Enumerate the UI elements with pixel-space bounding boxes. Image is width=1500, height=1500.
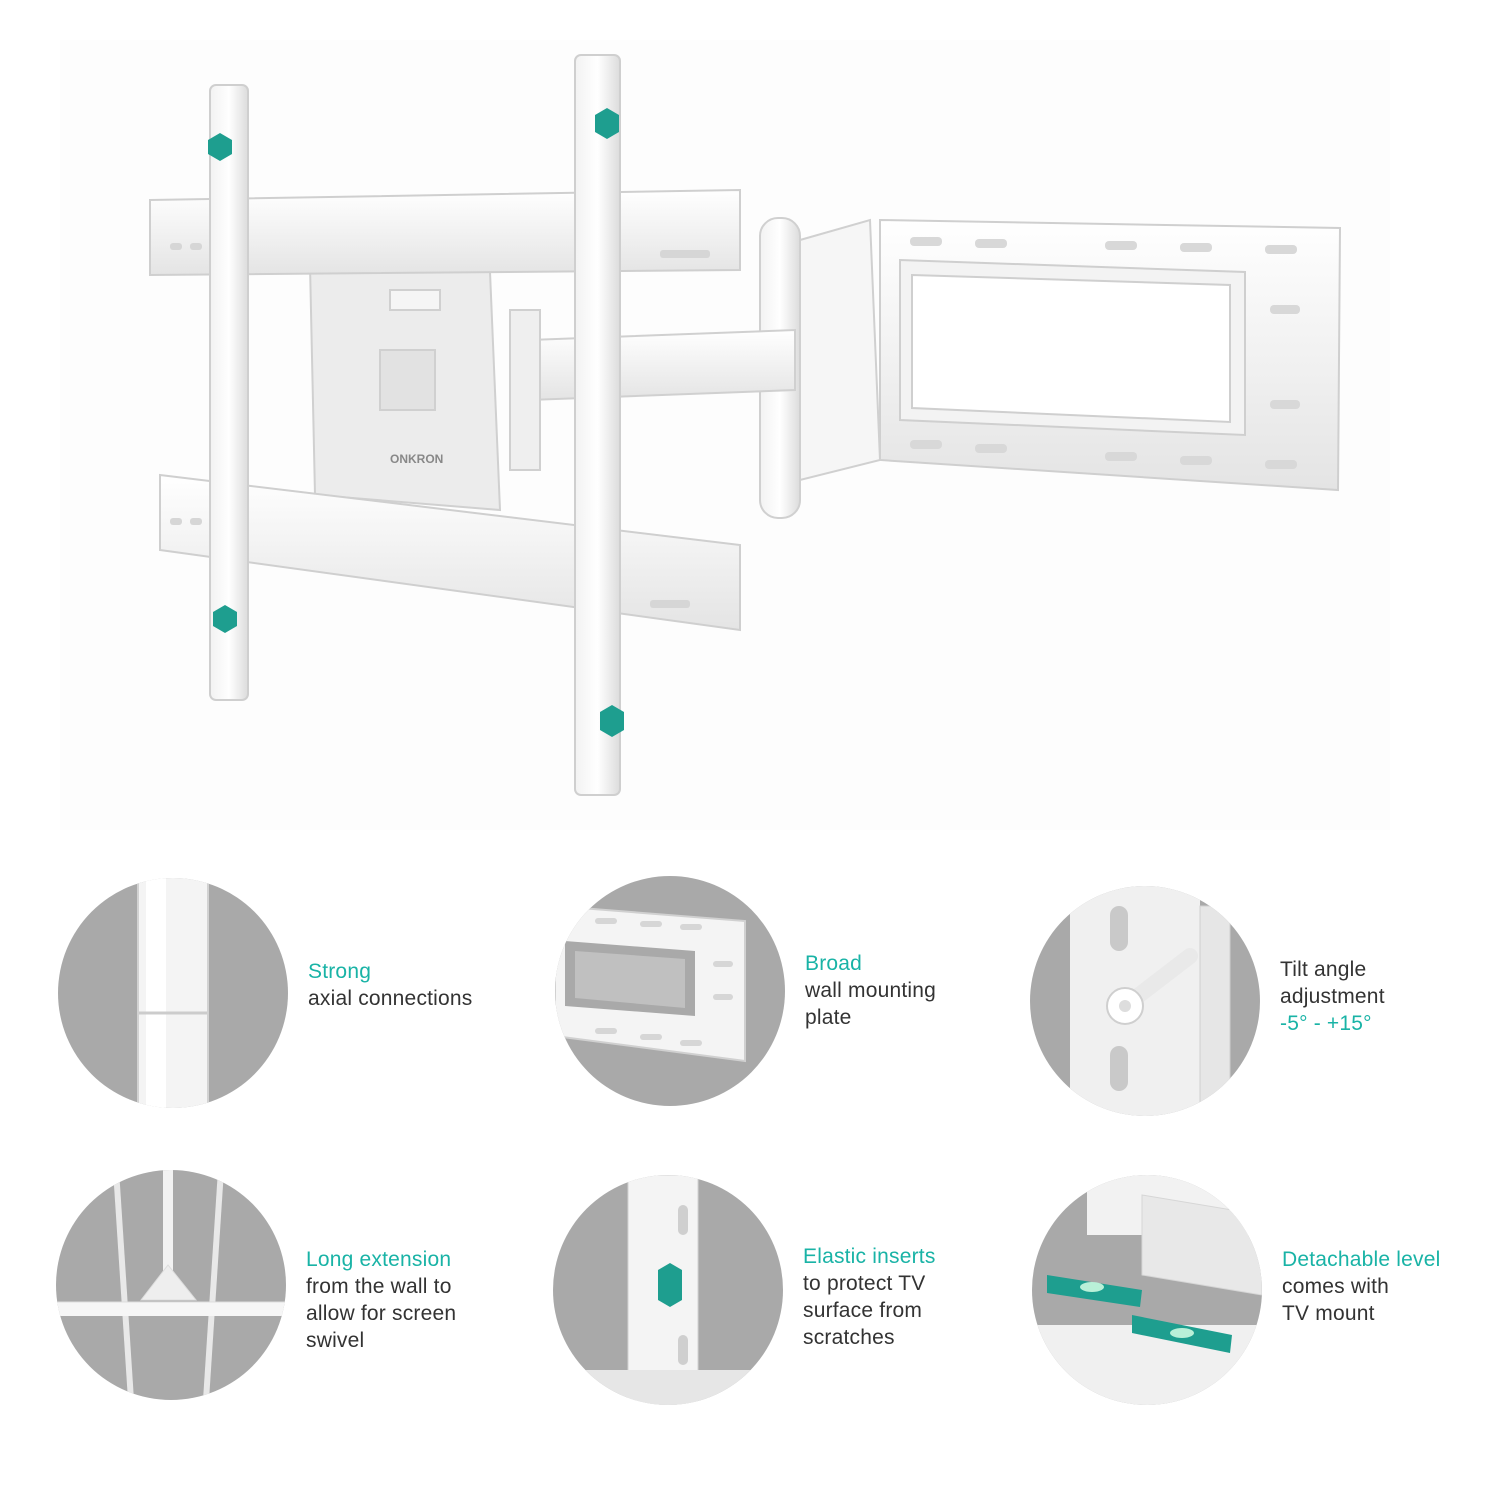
feature-axial-caption: Strong axial connections	[308, 958, 528, 1012]
feature-extension-line-3: swivel	[306, 1329, 365, 1352]
feature-extension-title: Long extension	[306, 1248, 452, 1271]
feature-tilt: Tilt angle adjustment -5° - +15°	[1030, 886, 1500, 1146]
elastic-inserts	[208, 108, 624, 737]
feature-axial: Strong axial connections	[58, 878, 528, 1138]
feature-axial-line-1: axial connections	[308, 987, 473, 1010]
feature-level-title: Detachable level	[1282, 1248, 1441, 1271]
bubble-level-closeup-icon	[1032, 1175, 1262, 1405]
feature-extension: Long extension from the wall to allow fo…	[56, 1170, 526, 1430]
feature-tilt-line-1: Tilt angle	[1280, 958, 1367, 981]
feature-tilt-line-2: adjustment	[1280, 985, 1385, 1008]
elastic-insert-closeup-icon	[553, 1175, 783, 1405]
feature-tilt-range: -5° - +15°	[1280, 1012, 1372, 1035]
pole-joint-closeup-icon	[58, 878, 288, 1108]
feature-level: Detachable level comes with TV mount	[1032, 1175, 1500, 1435]
feature-plate-line-1: wall mounting	[805, 979, 936, 1002]
feature-plate-title: Broad	[805, 952, 863, 975]
arm-extension-closeup-icon	[56, 1170, 286, 1400]
feature-tilt-caption: Tilt angle adjustment -5° - +15°	[1280, 956, 1500, 1037]
product-image-tv-mount: ONKRON	[60, 40, 1390, 830]
feature-axial-title: Strong	[308, 960, 372, 983]
feature-level-line-1: comes with	[1282, 1275, 1390, 1298]
feature-inserts-line-2: surface from	[803, 1299, 923, 1322]
feature-extension-line-2: allow for screen	[306, 1302, 457, 1325]
feature-level-line-2: TV mount	[1282, 1302, 1375, 1325]
tilt-knob-closeup-icon	[1030, 886, 1260, 1116]
feature-inserts-title: Elastic inserts	[803, 1245, 936, 1268]
tv-bracket-center-plate	[308, 263, 541, 512]
feature-inserts-line-1: to protect TV	[803, 1272, 926, 1295]
brand-logo: ONKRON	[390, 452, 443, 466]
tv-mount-illustration: ONKRON	[149, 54, 1342, 796]
feature-level-caption: Detachable level comes with TV mount	[1282, 1246, 1500, 1327]
wall-plate-closeup-icon	[555, 876, 785, 1106]
vertical-rails	[209, 54, 621, 796]
feature-inserts: Elastic inserts to protect TV surface fr…	[553, 1175, 1023, 1435]
feature-plate-caption: Broad wall mounting plate	[805, 950, 1025, 1031]
feature-inserts-line-3: scratches	[803, 1326, 895, 1349]
feature-extension-line-1: from the wall to	[306, 1275, 452, 1298]
feature-plate: Broad wall mounting plate	[555, 876, 1025, 1136]
feature-extension-caption: Long extension from the wall to allow fo…	[306, 1246, 526, 1354]
feature-inserts-caption: Elastic inserts to protect TV surface fr…	[803, 1243, 1023, 1351]
wall-plate	[879, 218, 1342, 492]
feature-plate-line-2: plate	[805, 1006, 852, 1029]
